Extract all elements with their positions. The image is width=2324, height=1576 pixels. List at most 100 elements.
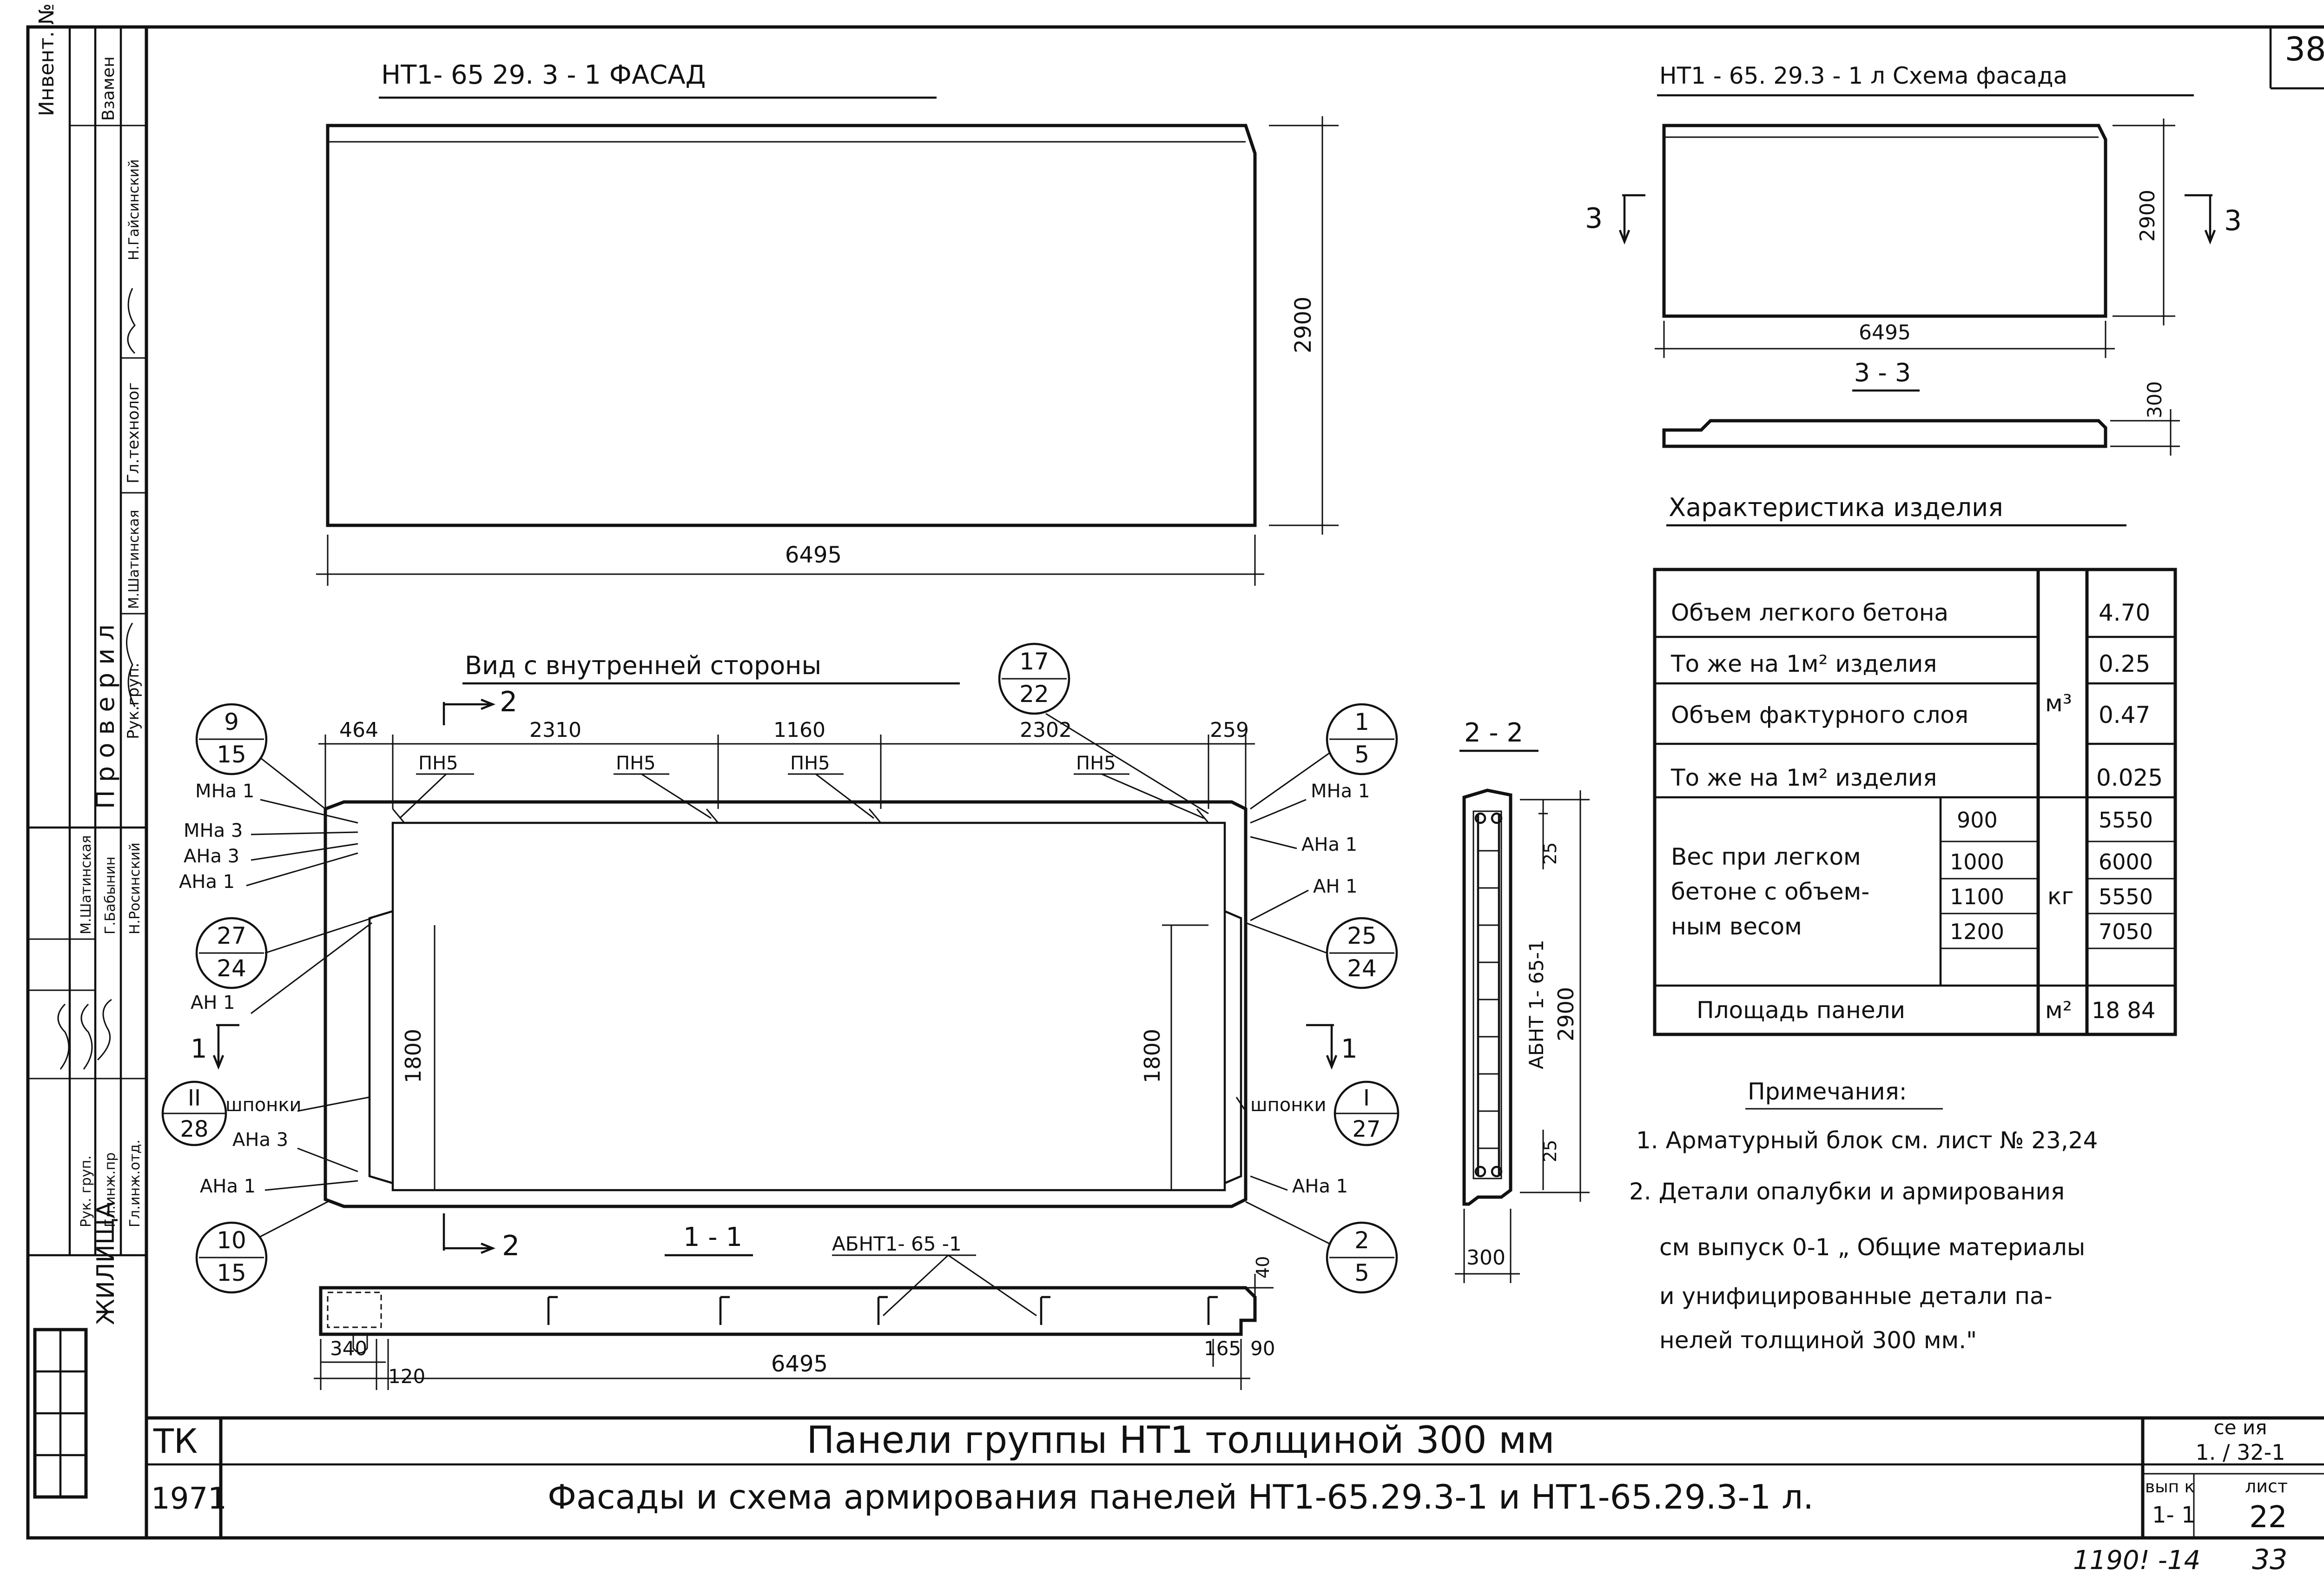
row-per-m2-value: 0.25	[2099, 650, 2150, 677]
title-line-1: Панели группы НТ1 толщиной 300 мм	[806, 1418, 1555, 1462]
list-value: 22	[2249, 1500, 2287, 1535]
title-line-2: Фасады и схема армирования панелей НТ1-6…	[548, 1477, 1814, 1516]
facade-height-dim: 2900	[1290, 297, 1316, 353]
dim-6495-section: 6495	[771, 1351, 828, 1377]
callout-1-5: 1 5	[1250, 703, 1398, 810]
row-facing-value: 0.47	[2099, 702, 2150, 728]
loop-pn5-4: ПН5	[1076, 753, 1116, 774]
row-facing-per-m2-label: То же на 1м² изделия	[1670, 764, 1937, 791]
signature-3	[97, 999, 112, 1061]
callout-25-24: 25 24	[1245, 917, 1398, 989]
callout-den: 15	[217, 741, 246, 768]
loop-pn5-3: ПН5	[790, 753, 830, 774]
weight-label-1: Вес при легком	[1671, 843, 1861, 870]
loop-pn5-2: ПН5	[616, 753, 656, 774]
section-22-top-dim: 25	[1540, 842, 1560, 865]
callout-9-15: 9 15	[195, 703, 326, 810]
rebar-ladder	[1474, 812, 1503, 1178]
sheet-frame	[26, 25, 2324, 1540]
label-an1-right: АН 1	[1313, 876, 1358, 897]
section-22-title: 2 - 2	[1464, 718, 1523, 748]
callout-27-24: 27 24	[195, 917, 372, 989]
scheme-title: НТ1 - 65. 29.3 - 1 л Схема фасада	[1659, 62, 2067, 89]
row-facing-per-m2-value: 0.025	[2096, 764, 2163, 791]
role-gl-inzh-pr: Гл.инж.пр	[102, 1152, 119, 1227]
section-mark-1-right: 1	[1341, 1034, 1358, 1064]
section-mark-2-top: 2	[500, 686, 517, 718]
callout-den: 27	[1352, 1116, 1380, 1142]
name-rosinsky: Н.Росинский	[127, 842, 143, 934]
label-mna1-left: МНа 1	[195, 781, 254, 802]
dim-1800-right: 1800	[1140, 1029, 1165, 1083]
row-volume-label: Объем легкого бетона	[1671, 599, 1948, 626]
year-label: 1971	[151, 1482, 227, 1516]
section-1-1: 1 - 1 АБНТ1- 65 -1 340 120 6495 165 90 4…	[314, 1222, 1275, 1390]
row-volume-value: 4.70	[2099, 599, 2150, 626]
scheme-thickness-dim: 300	[2143, 381, 2166, 418]
scheme-height-dim: 2900	[2136, 190, 2159, 242]
name-gaysinsky: Н.Гайсинский	[126, 159, 142, 261]
callout-17-22: 17 22	[998, 642, 1209, 814]
section-11-title: 1 - 1	[683, 1222, 742, 1252]
signature-5	[57, 1003, 70, 1070]
weight-label-2: бетоне с объем-	[1671, 878, 1869, 905]
notes: Примечания: 1. Арматурный блок см. лист …	[1629, 1078, 2098, 1354]
label-ana1-right-bottom: АНа 1	[1292, 1176, 1348, 1197]
name-babynin: Г.Бабынин	[102, 856, 119, 934]
inner-view-title: Вид с внутренней стороны	[465, 651, 821, 680]
callout-num: 17	[1019, 648, 1049, 675]
density-1100: 1100	[1950, 884, 2004, 909]
scheme-length-dim: 6495	[1859, 321, 1911, 344]
characteristics-table: Характеристика изделия Объем легкого бет…	[1653, 493, 2177, 1036]
weight-5550-a: 5550	[2099, 808, 2153, 833]
vzamen-label: Взамен	[99, 56, 118, 121]
weight-5550-b: 5550	[2099, 884, 2153, 909]
inner-view: Вид с внутренней стороны 464 2310 1160 2…	[161, 642, 1400, 1294]
density-1200: 1200	[1950, 919, 2004, 944]
archive-stamp-2: 33	[2252, 1543, 2287, 1576]
dim-1800-left: 1800	[401, 1029, 426, 1083]
unit-kg: кг	[2047, 883, 2073, 910]
unit-m3: м³	[2045, 690, 2072, 717]
role-ruk-grup: Рук.груп.	[124, 662, 143, 739]
dim-40: 40	[1253, 1256, 1273, 1278]
area-label: Площадь панели	[1697, 997, 1905, 1024]
note-line-1: 1. Арматурный блок см. лист № 23,24	[1636, 1127, 2098, 1154]
callout-num: 25	[1347, 922, 1377, 949]
role-ruk-grup-2: Рук. груп.	[78, 1155, 94, 1227]
label-ana1-left-bottom: АНа 1	[200, 1176, 256, 1197]
section-33-title: 3 - 3	[1854, 358, 1911, 387]
dim-2302: 2302	[1020, 718, 1072, 742]
proveril-label: П р о в е р и л	[91, 624, 120, 809]
vypusk-value: 1- 1	[2152, 1502, 2196, 1528]
section-mark-1-left: 1	[191, 1034, 207, 1064]
role-gl-inzh-otd: Гл.инж.отд.	[127, 1139, 143, 1227]
note-line-2: 2. Детали опалубки и армирования	[1629, 1178, 2065, 1205]
callout-den: 5	[1354, 741, 1369, 768]
callout-den: 5	[1354, 1259, 1369, 1286]
title-block: ТК 1971 Панели группы НТ1 толщиной 300 м…	[146, 1416, 2324, 1538]
dim-259: 259	[1210, 718, 1249, 742]
label-ana3-left: АНа 3	[184, 846, 239, 867]
label-mna3-left: МНа 3	[184, 820, 243, 841]
section-11-block-label: АБНТ1- 65 -1	[832, 1232, 962, 1255]
callout-num: II	[188, 1085, 201, 1111]
dim-464: 464	[339, 718, 378, 742]
callout-num: I	[1363, 1085, 1370, 1111]
callout-II-28: II 28	[161, 1080, 227, 1146]
zhilishcha-label: ЖИЛИЩА	[92, 1201, 120, 1325]
note-line-3: см выпуск 0-1 „ Общие материалы	[1659, 1234, 2085, 1261]
callout-den: 28	[180, 1116, 208, 1142]
callout-10-15: 10 15	[195, 1201, 328, 1294]
callout-num: 2	[1354, 1227, 1369, 1254]
sheet-number: 38	[2284, 30, 2324, 68]
weight-7050: 7050	[2099, 919, 2153, 944]
row-facing-label: Объем фактурного слоя	[1671, 702, 1968, 728]
label-ana1-left: АНа 1	[179, 871, 235, 893]
section-3-left: 3	[1585, 202, 1603, 235]
sheet-number-box: 38	[2269, 27, 2324, 90]
invent-label: Инвент. №	[35, 3, 59, 116]
seria-value: 1. / 32-1	[2195, 1440, 2285, 1465]
archive-stamp: 1190! -14	[2073, 1545, 2200, 1576]
